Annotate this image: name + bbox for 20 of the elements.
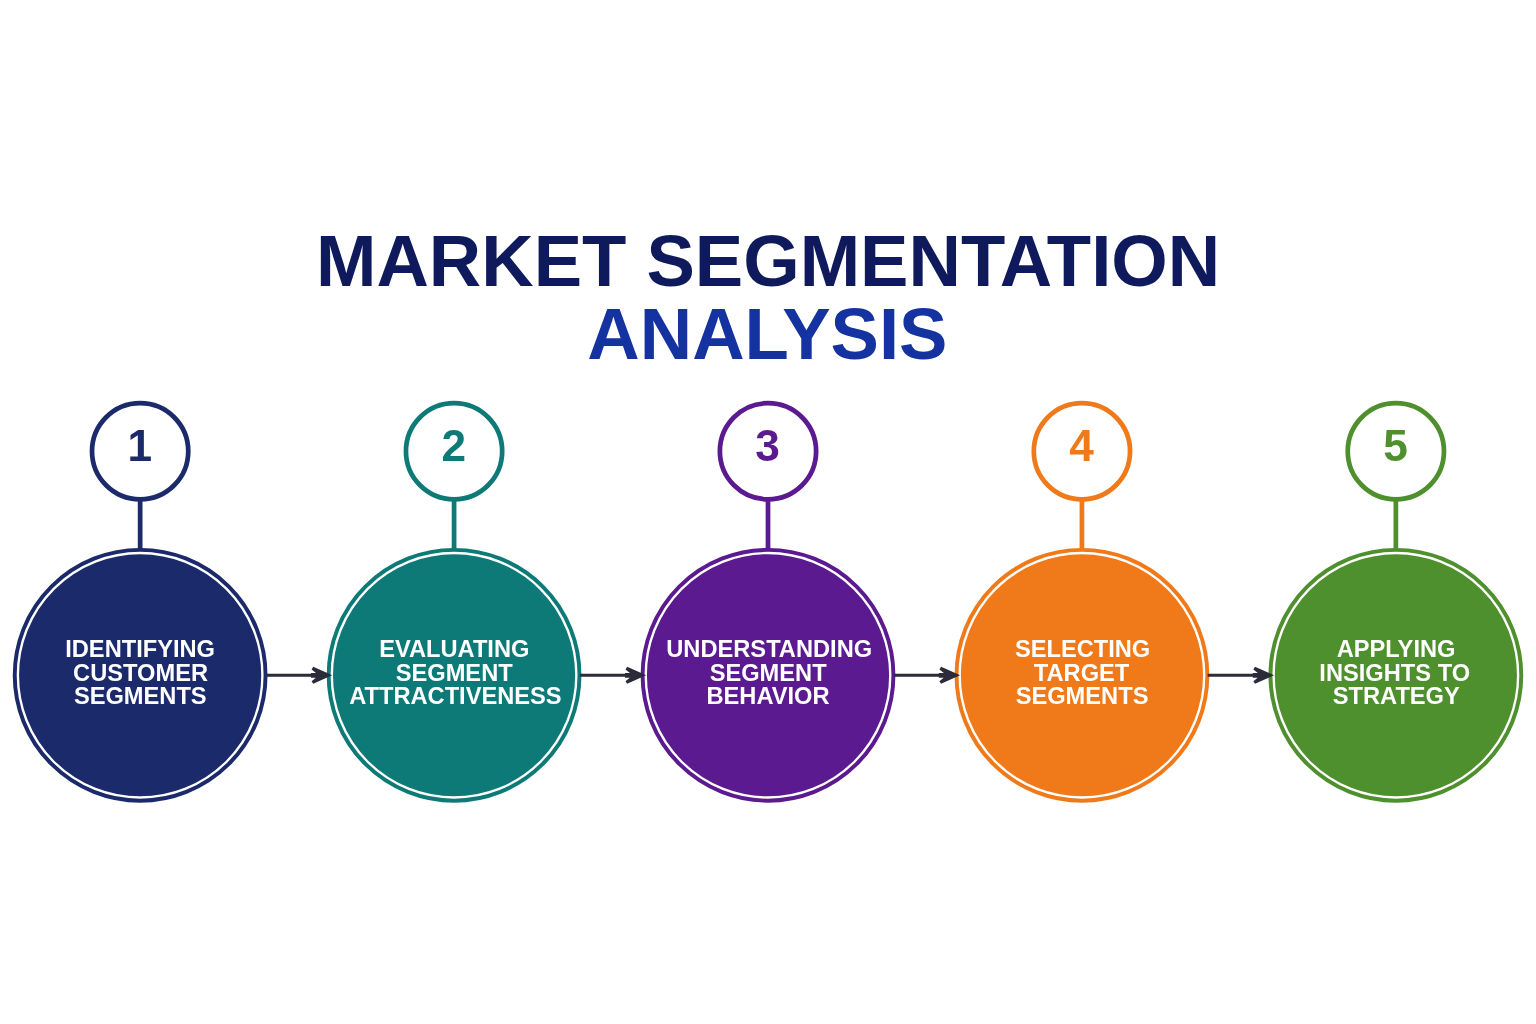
- connector: [137, 499, 143, 550]
- node-circle: IDENTIFYING CUSTOMER SEGMENTS: [12, 547, 268, 803]
- arrow: [265, 666, 330, 684]
- node-circle: SELECTING TARGET SEGMENTS: [954, 547, 1210, 803]
- node-circle: 4: [1031, 400, 1133, 502]
- node-circle: EVALUATING SEGMENT ATTRACTIVENESS: [326, 547, 582, 803]
- arrow: [579, 666, 644, 684]
- node-circle: 3: [717, 400, 819, 502]
- connector: [1393, 499, 1399, 550]
- connector: [1079, 499, 1085, 550]
- node-circle: UNDERSTANDING SEGMENT BEHAVIOR: [640, 547, 896, 803]
- connector: [765, 499, 771, 550]
- node-circle: 2: [403, 400, 505, 502]
- arrow: [1207, 666, 1272, 684]
- diagram-title: MARKET SEGMENTATION ANALYSIS: [316, 220, 1221, 374]
- node-circle: APPLYING INSIGHTS TO STRATEGY: [1268, 547, 1524, 803]
- node-circle: 5: [1345, 400, 1447, 502]
- node-circle: 1: [89, 400, 191, 502]
- arrow: [893, 666, 958, 684]
- connector: [451, 499, 457, 550]
